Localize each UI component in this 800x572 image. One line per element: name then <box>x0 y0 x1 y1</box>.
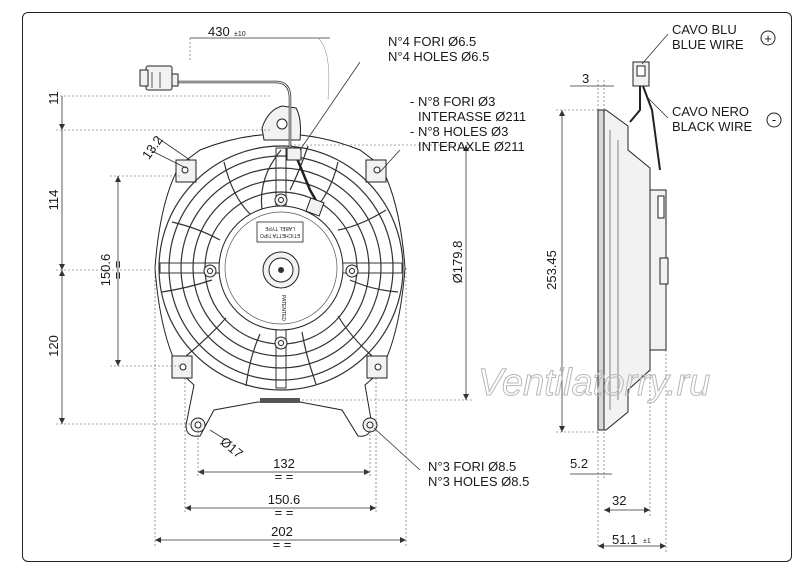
dim-top-offset: 11 <box>46 91 61 105</box>
note-wire-blue-en: BLUE WIRE <box>672 37 744 52</box>
dim-depth-tol: ±1 <box>643 538 651 545</box>
note-holes4-it: N°4 FORI Ø6.5 <box>388 34 476 49</box>
dim-height: 253.45 <box>544 250 559 290</box>
connector-front <box>139 65 179 91</box>
dim-upper-height: 114 <box>46 190 61 211</box>
side-dimensions <box>556 33 669 552</box>
watermark: Ventilatorry.ru <box>478 362 710 404</box>
dim-depth-top: 3 <box>582 71 589 86</box>
label-line1: ETICHETTA TIPO <box>260 232 300 238</box>
dim-span-202: 202 <box>271 524 293 539</box>
note-holes8-en-1: - N°8 HOLES Ø3 <box>410 124 508 139</box>
label-box: ETICHETTA TIPO LABEL TYPE <box>256 221 304 243</box>
note-holes8-it-1: - N°8 FORI Ø3 <box>410 94 495 109</box>
dim-span-202-eq: = = <box>273 537 292 552</box>
note-holes8-en-2: INTERAXLE Ø211 <box>418 139 525 154</box>
front-dimensions <box>56 37 472 546</box>
note-wire-black-it: CAVO NERO <box>672 104 749 119</box>
dim-span-132-eq: = = <box>275 469 294 484</box>
dim-diameter: Ø179.8 <box>450 241 465 284</box>
note-holes4-en: N°4 HOLES Ø6.5 <box>388 49 489 64</box>
dim-lower-height: 120 <box>46 335 61 357</box>
fan-side-view <box>597 61 669 431</box>
dim-depth-total: 51.1 <box>612 532 637 547</box>
dim-foot-hole: Ø17 <box>218 434 246 461</box>
dim-center-eq: = = <box>110 261 125 280</box>
plus-sign: + <box>764 31 772 46</box>
fan-front-view: ETICHETTA TIPO LABEL TYPE PATENTED <box>139 65 406 437</box>
notes: N°4 FORI Ø6.5 N°4 HOLES Ø6.5 - N°8 FORI … <box>388 22 782 489</box>
dim-span-150: 150.6 <box>268 492 301 507</box>
note-holes8-it-2: INTERASSE Ø211 <box>418 109 526 124</box>
note-holes3-it: N°3 FORI Ø8.5 <box>428 459 516 474</box>
drawing-frame <box>22 12 792 562</box>
label-line2: LABEL TYPE <box>264 225 294 231</box>
note-wire-black-en: BLACK WIRE <box>672 119 753 134</box>
note-holes3-en: N°3 HOLES Ø8.5 <box>428 474 529 489</box>
patented-mark: PATENTED <box>280 295 286 321</box>
note-wire-blue-it: CAVO BLU <box>672 22 737 37</box>
dim-boss: 13.2 <box>139 133 166 162</box>
dim-span-150-eq: = = <box>275 505 294 520</box>
dim-cable-length: 430 <box>208 24 230 39</box>
dim-flange: 5.2 <box>570 456 588 471</box>
dim-cable-tol: ±10 <box>234 31 246 38</box>
minus-sign: - <box>772 112 776 127</box>
dim-depth-mid: 32 <box>612 493 626 508</box>
dim-span-132: 132 <box>273 456 295 471</box>
dim-center-height: 150.6 <box>98 254 113 287</box>
